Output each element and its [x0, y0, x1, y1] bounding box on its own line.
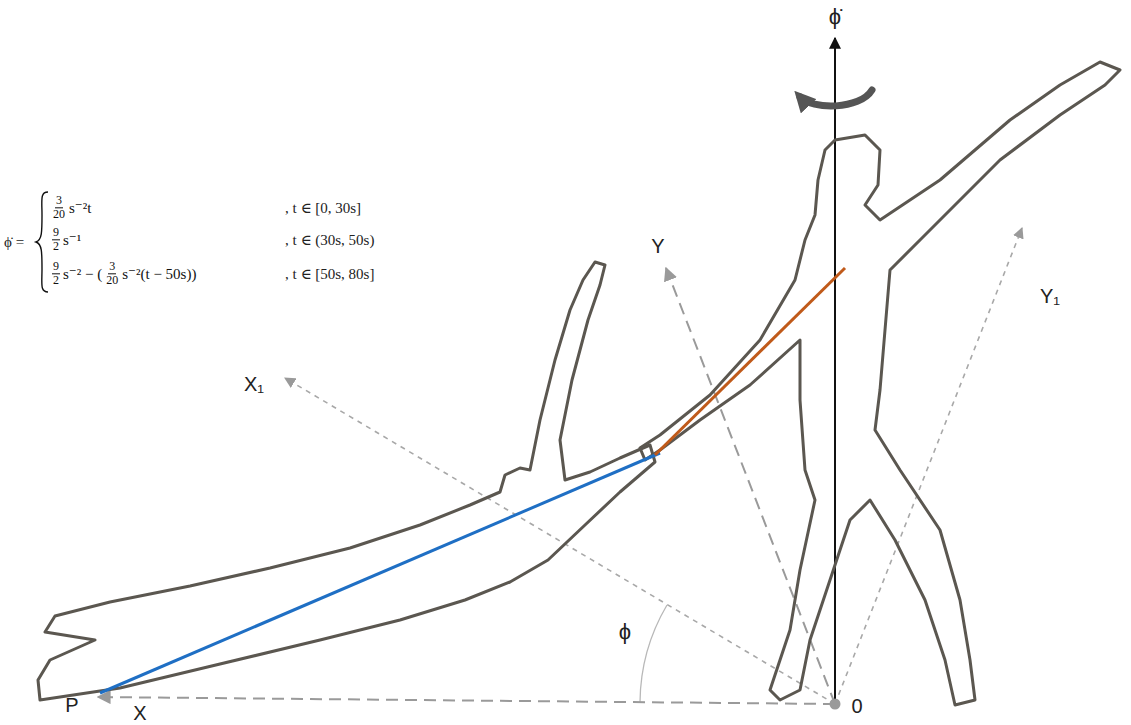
formula-term: s⁻² − ( — [63, 265, 102, 283]
axis-label: Y — [651, 235, 664, 257]
formula-condition: , t ∈ (30s, 50s) — [285, 232, 374, 249]
fraction: 92 — [52, 260, 60, 287]
axis-label: X — [131, 702, 148, 724]
blue-segment — [100, 453, 660, 693]
formula-term: s⁻¹ — [63, 231, 81, 249]
formula-condition: , t ∈ [50s, 80s] — [285, 266, 374, 283]
fraction: 320 — [52, 194, 66, 221]
origin-label: 0 — [851, 695, 862, 717]
formula-term: s⁻²t — [69, 199, 91, 217]
point-label: P — [65, 694, 78, 716]
formula-lhs: ϕ̇ = — [4, 234, 24, 251]
axis-label: ϕ̇ — [829, 5, 841, 29]
formula-row: 92s⁻¹ — [52, 226, 84, 253]
skater-outline — [640, 62, 1120, 705]
y1-axis — [835, 228, 1022, 704]
fraction: 92 — [52, 226, 60, 253]
numerator: 9 — [52, 226, 60, 240]
angle-label: ϕ — [619, 620, 631, 644]
origin-point — [830, 699, 841, 710]
denominator: 2 — [52, 275, 60, 288]
rotation-arrow — [800, 90, 872, 106]
denominator: 2 — [52, 241, 60, 254]
axis-label: Y₁ — [1040, 285, 1060, 307]
fraction: 320 — [105, 260, 119, 287]
brace — [36, 192, 48, 292]
denominator: 20 — [52, 209, 66, 222]
axis-label: X₁ — [244, 373, 264, 395]
numerator: 3 — [55, 194, 63, 208]
formula-row: 320s⁻²t — [52, 194, 94, 221]
denominator: 20 — [105, 275, 119, 288]
numerator: 9 — [52, 260, 60, 274]
rotation-axis — [834, 38, 836, 700]
orange-segment — [655, 268, 845, 455]
x-axis — [98, 697, 835, 704]
formula-term: s⁻²(t − 50s)) — [122, 265, 196, 283]
formula-condition: , t ∈ [0, 30s] — [285, 200, 361, 217]
numerator: 3 — [108, 260, 116, 274]
angle-arc — [640, 605, 667, 702]
formula-row: 92s⁻² − (320s⁻²(t − 50s)) — [52, 260, 199, 287]
skater-outline — [38, 262, 655, 700]
